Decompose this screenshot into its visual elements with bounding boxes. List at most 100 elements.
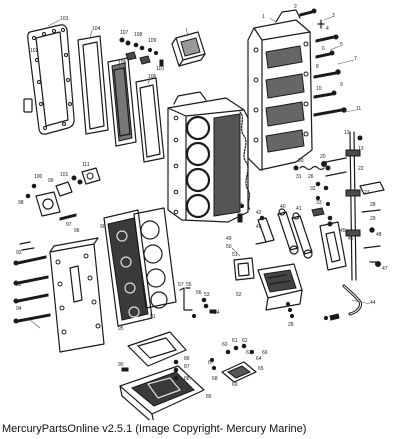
callout-50[interactable]: 50: [226, 244, 232, 250]
callout-88[interactable]: 103: [60, 16, 69, 22]
callout-42[interactable]: 42: [256, 210, 262, 216]
callout-46[interactable]: 46: [348, 236, 354, 242]
block-wire-harness[interactable]: [237, 111, 251, 223]
linkage-brackets[interactable]: [255, 215, 275, 245]
callout-9[interactable]: 9: [340, 82, 343, 88]
thermostat-housing[interactable]: [25, 175, 83, 221]
callout-69[interactable]: 69: [232, 382, 238, 388]
crankcase-bolts[interactable]: [299, 8, 347, 117]
throttle-cam-bracket[interactable]: [319, 221, 347, 271]
callout-95[interactable]: 110: [156, 66, 164, 72]
inner-exhaust-gasket[interactable]: [135, 77, 165, 163]
callout-40[interactable]: 40: [280, 204, 286, 210]
callout-51[interactable]: 51: [232, 252, 238, 258]
callout-56[interactable]: 56: [196, 290, 202, 296]
callout-83[interactable]: 98: [18, 200, 24, 206]
throttle-plate[interactable]: [233, 257, 255, 281]
callout-1[interactable]: 1: [262, 14, 265, 20]
callout-22[interactable]: 22: [358, 166, 364, 172]
callout-62[interactable]: 62: [242, 338, 248, 344]
callout-78[interactable]: 93: [16, 250, 22, 256]
callout-65[interactable]: 65: [258, 366, 264, 372]
crankcase-cover[interactable]: [247, 9, 313, 171]
callout-10[interactable]: 10: [316, 86, 322, 92]
cylinder-block[interactable]: [167, 91, 249, 223]
washer-stack-28[interactable]: [285, 301, 295, 319]
callout-96[interactable]: 111: [82, 162, 90, 168]
water-jacket-cover[interactable]: [49, 237, 105, 353]
callout-89[interactable]: 104: [92, 26, 101, 32]
callout-6[interactable]: 6: [322, 46, 325, 52]
callout-71[interactable]: 87: [184, 364, 190, 370]
callout-70[interactable]: 86: [184, 356, 190, 362]
mid-right-hardware[interactable]: [311, 181, 333, 221]
callout-60[interactable]: 60: [222, 342, 228, 348]
retainer-clip[interactable]: [179, 287, 193, 311]
callout-93[interactable]: 108: [134, 32, 143, 38]
callout-90[interactable]: 105: [118, 60, 127, 66]
callout-76[interactable]: 91: [150, 314, 156, 320]
adaptor-plate-gasket[interactable]: [127, 331, 187, 367]
callout-67[interactable]: 67: [208, 360, 214, 366]
callout-80[interactable]: 95: [118, 326, 124, 332]
callout-91[interactable]: 106: [148, 74, 157, 80]
callout-29[interactable]: 29: [370, 216, 376, 222]
callout-74[interactable]: 90: [118, 362, 124, 368]
callout-92[interactable]: 107: [120, 30, 129, 36]
callout-26[interactable]: 26: [308, 174, 314, 180]
connecting-rods[interactable]: [277, 208, 313, 259]
callout-47[interactable]: 47: [382, 266, 388, 272]
callout-3[interactable]: 3: [332, 13, 335, 19]
callout-44[interactable]: 44: [370, 300, 376, 306]
head-gasket[interactable]: [133, 207, 177, 309]
idle-spring[interactable]: [293, 165, 331, 171]
callout-27[interactable]: 27: [364, 190, 370, 196]
callout-72[interactable]: 88: [184, 376, 190, 382]
water-jacket-bolts[interactable]: [13, 241, 51, 324]
callout-75[interactable]: 90: [100, 224, 106, 230]
callout-57[interactable]: 57: [178, 282, 184, 288]
callout-73[interactable]: 89: [206, 394, 212, 400]
exhaust-gasket[interactable]: [77, 35, 109, 135]
callout-28b[interactable]: 28: [288, 322, 294, 328]
callout-54[interactable]: 54: [214, 310, 220, 316]
top-center-hardware[interactable]: [119, 37, 164, 67]
throttle-linkage-assembly[interactable]: [321, 131, 385, 281]
exhaust-divider-plate[interactable]: [107, 57, 137, 147]
callout-7[interactable]: 7: [354, 56, 357, 62]
callout-94[interactable]: 109: [148, 38, 157, 44]
callout-28[interactable]: 28: [370, 202, 376, 208]
fuel-hose[interactable]: [323, 284, 362, 321]
small-bolts-center[interactable]: [191, 297, 217, 319]
callout-8[interactable]: 8: [316, 64, 319, 70]
callout-30[interactable]: 30: [298, 158, 304, 164]
callout-4[interactable]: 4: [326, 26, 329, 32]
callout-53[interactable]: 53: [204, 292, 210, 298]
cover-decal-box[interactable]: [171, 31, 206, 67]
callout-87[interactable]: 102: [30, 48, 39, 54]
callout-2[interactable]: 2: [294, 4, 297, 10]
callout-86[interactable]: 101: [60, 172, 69, 178]
callout-77[interactable]: 92: [16, 282, 22, 288]
callout-5[interactable]: 5: [340, 42, 343, 48]
cylinder-head[interactable]: [103, 209, 153, 327]
exhaust-cover-plate[interactable]: [27, 24, 75, 135]
callout-13[interactable]: 13: [358, 146, 364, 152]
callout-66[interactable]: 66: [262, 350, 268, 356]
callout-84[interactable]: 99: [48, 178, 54, 184]
callout-64[interactable]: 64: [256, 356, 262, 362]
callout-32[interactable]: 32: [310, 186, 316, 192]
adaptor-plate[interactable]: [119, 365, 205, 420]
callout-61[interactable]: 61: [232, 338, 238, 344]
callout-20[interactable]: 20: [320, 154, 326, 160]
decal-tag[interactable]: [23, 98, 33, 113]
callout-81[interactable]: 96: [74, 228, 80, 234]
callout-45[interactable]: 45: [340, 228, 346, 234]
starter-bracket[interactable]: [209, 343, 257, 383]
callout-43[interactable]: 43: [256, 224, 262, 230]
callout-68[interactable]: 68: [212, 376, 218, 382]
adaptor-bolts[interactable]: [121, 359, 179, 381]
callout-82[interactable]: 97: [66, 222, 72, 228]
intake-manifold[interactable]: [257, 263, 303, 311]
callout-63[interactable]: 63: [246, 350, 252, 356]
